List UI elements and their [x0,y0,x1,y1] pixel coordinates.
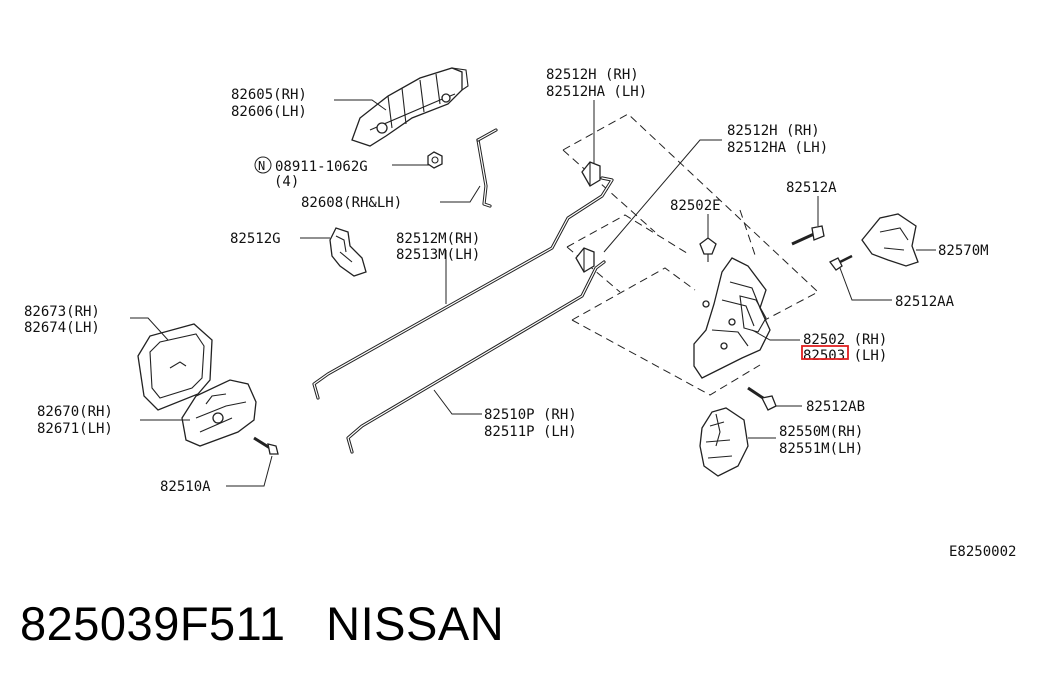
label-82511P: 82511P (LH) [484,424,577,440]
clip-82512G [329,227,367,277]
label-82606: 82606(LH) [231,104,307,120]
striker-82570M [861,213,919,267]
label-08911-qty: (4) [274,174,299,190]
title-part-number: 825039F511 [20,597,286,650]
part-labels: 82605(RH) 82606(LH) N 08911-1062G (4) 82… [24,67,989,495]
rod-clip-82512H-top [581,161,601,187]
screw-82512AA [829,254,853,271]
label-82512HA-mid: 82512HA (LH) [727,140,828,156]
inside-handle-82670 [181,379,257,447]
rod-82512M [312,176,614,400]
label-82550M: 82550M(RH) [779,424,863,440]
screw-82512A [791,225,825,246]
label-82512H-top: 82512H (RH) [546,67,639,83]
label-08911-prefix: N [258,159,265,173]
leader-lines [130,99,936,487]
figure-code: E8250002 [949,544,1017,560]
label-82608: 82608(RH&LH) [301,195,402,211]
label-82512AA: 82512AA [895,294,955,310]
label-82670: 82670(RH) [37,404,113,420]
door-lock-82502 [693,257,771,379]
escutcheon-82673 [137,323,213,411]
label-82570M: 82570M [938,243,989,259]
label-82512AB: 82512AB [806,399,865,415]
label-82510P: 82510P (RH) [484,407,577,423]
label-82502E: 82502E [670,198,721,214]
label-82551M: 82551M(LH) [779,441,863,457]
actuator-82550M [699,407,749,477]
rod-82608 [476,128,498,208]
label-82512A: 82512A [786,180,837,196]
n-circle-icon [254,156,272,174]
bolt-08911 [427,151,443,169]
rod-clip-82512H-mid [575,247,595,273]
label-82605: 82605(RH) [231,87,307,103]
label-82512M: 82512M(RH) [396,231,480,247]
label-82671: 82671(LH) [37,421,113,437]
label-82512HA-top: 82512HA (LH) [546,84,647,100]
assembly-outlines [562,113,819,396]
page-title: 825039F511 NISSAN [20,596,504,651]
highlight-box [801,345,849,360]
outside-handle-82605 [351,67,469,147]
rod-82510P [346,260,606,454]
label-82502: 82502 (RH) [803,332,887,348]
title-spacer [285,597,326,650]
label-82673: 82673(RH) [24,304,100,320]
label-82510A: 82510A [160,479,211,495]
title-brand: NISSAN [326,597,505,650]
grommet-82502E [699,237,717,262]
screw-82510A [253,436,279,455]
label-82512G: 82512G [230,231,281,247]
label-82512H-mid: 82512H (RH) [727,123,820,139]
label-08911: 08911-1062G [275,159,368,175]
screw-82512AB [747,386,777,411]
label-82513M: 82513M(LH) [396,247,480,263]
label-82503: 82503 (LH) [803,348,887,364]
label-82674: 82674(LH) [24,320,100,336]
